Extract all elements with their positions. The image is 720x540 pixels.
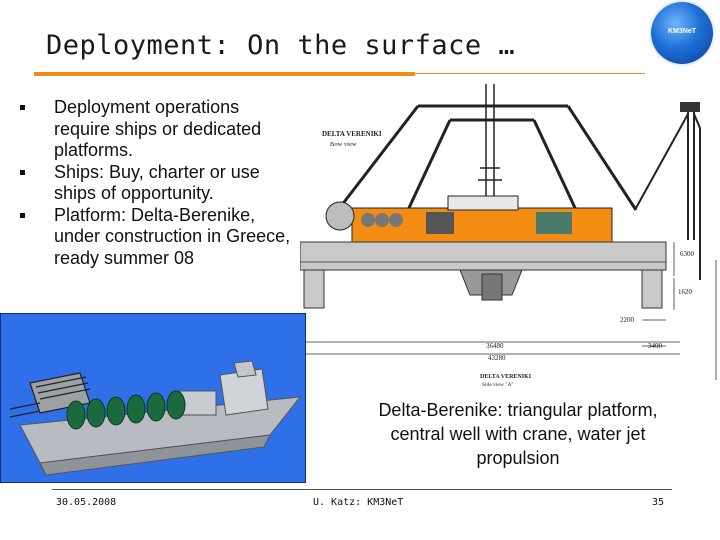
- footer-author: U. Katz: KM3NeT: [313, 497, 404, 508]
- deck-house: [447, 195, 519, 211]
- pontoon-left: [303, 269, 325, 309]
- title-underline: [34, 72, 415, 76]
- winch-small: [389, 213, 403, 227]
- deck-house: [179, 390, 217, 416]
- bullet-item: Deployment operations require ships or d…: [10, 97, 300, 162]
- platform-bow-view-drawing: DELTA VERENIKI Bow view: [300, 84, 717, 388]
- dimension-label: 1620: [678, 288, 693, 296]
- crane: [635, 110, 701, 280]
- dimension-lines: [300, 242, 717, 380]
- bullet-square-icon: [20, 169, 25, 175]
- pontoon-right: [641, 269, 663, 309]
- dimension-label: 43280: [488, 354, 506, 362]
- a-frame: [336, 104, 638, 211]
- deck-equipment: [351, 207, 613, 243]
- bullet-square-icon: [20, 105, 25, 110]
- dimension-label: 3400: [648, 342, 663, 350]
- platform-3d-rendering: [0, 313, 306, 483]
- dimension-label: 6300: [680, 250, 695, 258]
- machinery-block: [536, 212, 572, 234]
- footer-divider: [52, 489, 672, 490]
- central-mast: [478, 84, 502, 208]
- page-number: 35: [652, 497, 665, 508]
- winch-small: [361, 213, 375, 227]
- bridge: [233, 360, 257, 378]
- km3net-logo: KM3NeT: [651, 2, 713, 64]
- well-tube: [481, 273, 503, 301]
- figure-caption: Delta-Berenike: triangular platform, cen…: [378, 400, 658, 468]
- crane-top: [680, 102, 700, 112]
- bullet-item: Platform: Delta-Berenike, under construc…: [10, 205, 300, 270]
- bullet-text: Ships: Buy, charter or use ships of oppo…: [54, 161, 260, 204]
- logo-text: KM3NeT: [667, 28, 696, 35]
- dimension-label: 36480: [486, 342, 504, 350]
- cable-drums: [66, 390, 186, 430]
- drawing-bottom-title: DELTA VERENIKI: [480, 374, 532, 380]
- bullet-text: Platform: Delta-Berenike, under construc…: [54, 204, 291, 268]
- footer-date: 30.05.2008: [56, 497, 117, 508]
- slide-title: Deployment: On the surface …: [46, 30, 516, 61]
- drawing-subtitle: Bow view: [330, 141, 357, 148]
- main-deck: [300, 241, 667, 271]
- bullet-text: Deployment operations require ships or d…: [54, 97, 262, 160]
- machinery-block: [426, 212, 454, 234]
- hull-side: [39, 434, 271, 476]
- winch-drum: [325, 201, 355, 231]
- bullet-list: Deployment operations require ships or d…: [10, 97, 300, 269]
- drawing-title: DELTA VERENIKI: [322, 130, 382, 138]
- bullet-square-icon: [20, 212, 25, 218]
- drawing-bottom-subtitle: Side view "A": [482, 382, 514, 388]
- title-underline-thin: [415, 73, 645, 74]
- winch-small: [375, 213, 389, 227]
- dimension-label: 2200: [620, 316, 635, 324]
- bullet-item: Ships: Buy, charter or use ships of oppo…: [10, 162, 300, 205]
